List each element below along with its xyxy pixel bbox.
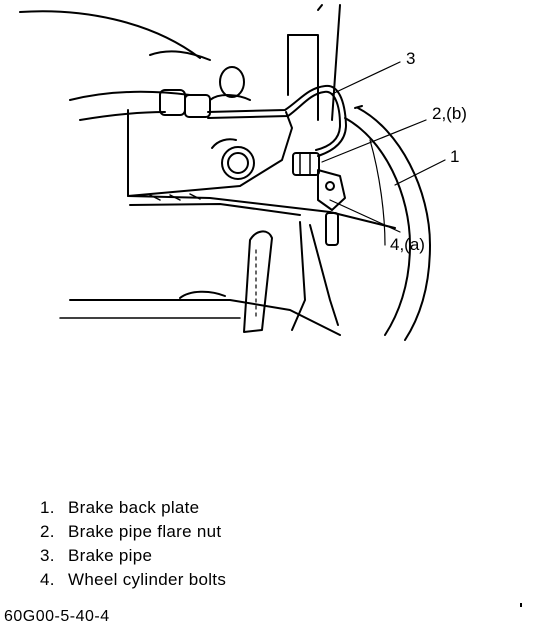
support-bracket bbox=[127, 109, 293, 197]
parts-legend: 1.Brake back plate 2.Brake pipe flare nu… bbox=[40, 496, 226, 592]
callout-1: 1 bbox=[450, 147, 460, 166]
legend-item: 4.Wheel cylinder bolts bbox=[40, 570, 227, 589]
leader-line-1 bbox=[394, 159, 446, 186]
callout-2: 2,(b) bbox=[432, 104, 467, 123]
legend-item: 3.Brake pipe bbox=[40, 546, 153, 565]
legend-item: 1.Brake back plate bbox=[40, 498, 200, 517]
flare-nut bbox=[292, 152, 320, 176]
brake-assembly-illustration bbox=[19, 4, 446, 341]
leader-line-2 bbox=[321, 119, 427, 163]
upper-hose bbox=[19, 10, 201, 59]
legend-item: 2.Brake pipe flare nut bbox=[40, 522, 222, 541]
callout-4: 4,(a) bbox=[390, 235, 425, 254]
leader-line-3 bbox=[331, 61, 401, 95]
lower-lever bbox=[243, 230, 273, 333]
scan-mark bbox=[520, 603, 522, 607]
callout-3: 3 bbox=[406, 49, 416, 68]
leader-line-4 bbox=[329, 199, 401, 233]
bracket-boss bbox=[221, 146, 255, 180]
brake-pipe bbox=[207, 84, 347, 157]
brake-back-plate bbox=[357, 107, 431, 341]
figure-code: 60G00-5-40-4 bbox=[4, 608, 110, 625]
banjo-bolt bbox=[219, 66, 245, 98]
